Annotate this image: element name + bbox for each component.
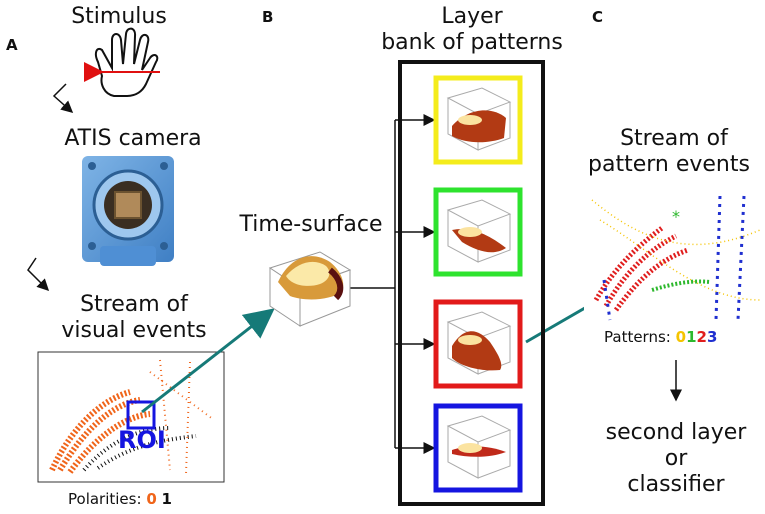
patterns-legend: Patterns: 0123 (604, 328, 717, 346)
pattern-box-0 (433, 75, 523, 165)
pattern-digit-3: 3 (706, 328, 718, 346)
polarity-1: 1 (161, 490, 172, 508)
stream-title-line1: Stream of (80, 292, 188, 317)
roi-box (126, 400, 156, 430)
polarity-0: 0 (146, 490, 157, 508)
output-line2: or (664, 446, 688, 471)
atis-camera-icon (82, 156, 174, 266)
roi-label: ROI (118, 426, 166, 454)
stimulus-title: Stimulus (71, 4, 167, 29)
panel-label-b: B (262, 8, 274, 26)
stream-title-line2: visual events (61, 318, 207, 343)
patterns-label: Patterns: (604, 328, 671, 346)
pattern-stream-title-line2: pattern events (588, 152, 750, 177)
layer-title-line2: bank of patterns (381, 30, 563, 55)
output-line3: classifier (627, 472, 725, 497)
pattern-box-3 (433, 403, 523, 493)
panel-label-a: A (6, 36, 18, 54)
camera-to-stream-arrow (27, 257, 50, 292)
pattern-box-2 (433, 299, 523, 389)
output-line1: second layer (605, 420, 747, 445)
hand-stimulus-icon (94, 27, 159, 97)
pattern-stream-title-line1: Stream of (620, 126, 728, 151)
time-surface-plot (268, 251, 352, 327)
camera-title: ATIS camera (64, 126, 202, 151)
polarities-label: Polarities: (68, 490, 142, 508)
time-surface-title: Time-surface (239, 212, 383, 237)
pattern-digit-0: 0 (675, 328, 687, 346)
pattern-digit-2: 2 (696, 328, 707, 346)
polarities-legend: Polarities: 0 1 (68, 490, 172, 508)
pattern-box-1 (433, 187, 523, 277)
svg-text:*: * (672, 207, 680, 226)
layer-title-line1: Layer (441, 4, 503, 29)
pattern-events-image: * (584, 190, 764, 324)
roi-to-surface-arrow (141, 308, 275, 414)
stimulus-to-camera-arrow (52, 83, 74, 113)
panel-label-c: C (592, 8, 604, 26)
pattern-digit-1: 1 (686, 328, 697, 346)
layer-bank-box (398, 60, 545, 506)
